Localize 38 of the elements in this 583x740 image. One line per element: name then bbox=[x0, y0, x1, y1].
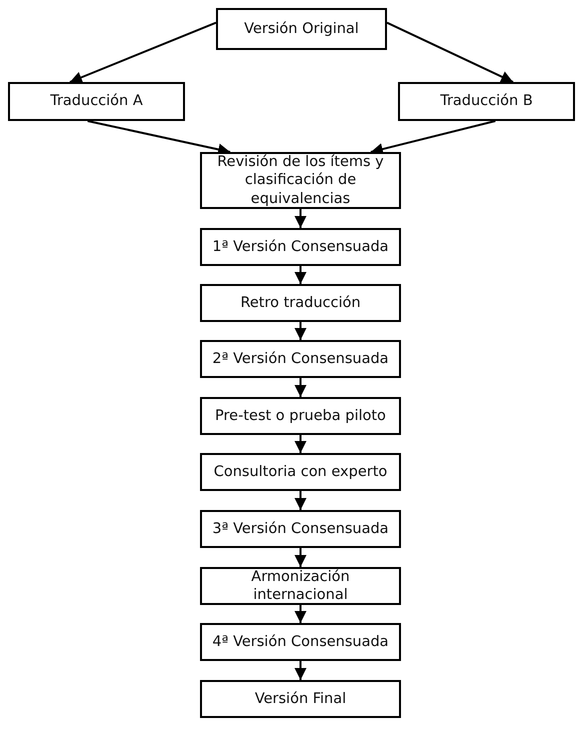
box-label: Armonización internacional bbox=[250, 568, 351, 604]
box-label: Consultoria con experto bbox=[214, 462, 388, 482]
box-label: 3ª Versión Consensuada bbox=[212, 520, 389, 538]
arrow bbox=[294, 378, 306, 397]
arrow bbox=[294, 322, 306, 340]
arrow bbox=[294, 266, 306, 284]
arrow bbox=[294, 605, 306, 623]
arrow bbox=[370, 120, 496, 155]
arrow bbox=[294, 661, 306, 680]
box-label: Versión Final bbox=[254, 690, 346, 708]
process-box bbox=[200, 623, 401, 661]
box-label: 1ª Versión Consensuada bbox=[212, 238, 389, 256]
process-box bbox=[200, 510, 401, 548]
process-box bbox=[8, 82, 185, 121]
box-label: Revisión de los ítems y clasificación de equivalencias bbox=[216, 153, 385, 208]
box-label: Traducción B bbox=[440, 92, 533, 111]
box-label: Pre-test o prueba piloto bbox=[215, 406, 386, 426]
arrow bbox=[294, 548, 306, 567]
box-label: 2ª Versión Consensuada bbox=[212, 350, 389, 368]
arrow bbox=[70, 22, 216, 84]
process-box bbox=[200, 228, 401, 266]
process-box bbox=[216, 8, 387, 50]
box-label: Traducción A bbox=[50, 92, 143, 111]
process-box bbox=[200, 453, 401, 491]
arrow bbox=[294, 209, 306, 228]
process-box bbox=[200, 152, 401, 209]
arrow bbox=[386, 22, 514, 83]
box-label: 4ª Versión Consensuada bbox=[212, 632, 389, 652]
process-box bbox=[200, 567, 401, 605]
arrow bbox=[294, 491, 306, 510]
box-label: Versión Original bbox=[244, 20, 359, 38]
process-box bbox=[200, 397, 401, 435]
process-box bbox=[200, 680, 401, 718]
process-box bbox=[200, 284, 401, 322]
arrow bbox=[294, 435, 306, 453]
process-box bbox=[200, 340, 401, 378]
process-box bbox=[398, 82, 575, 121]
box-label: Retro traducción bbox=[240, 294, 361, 312]
